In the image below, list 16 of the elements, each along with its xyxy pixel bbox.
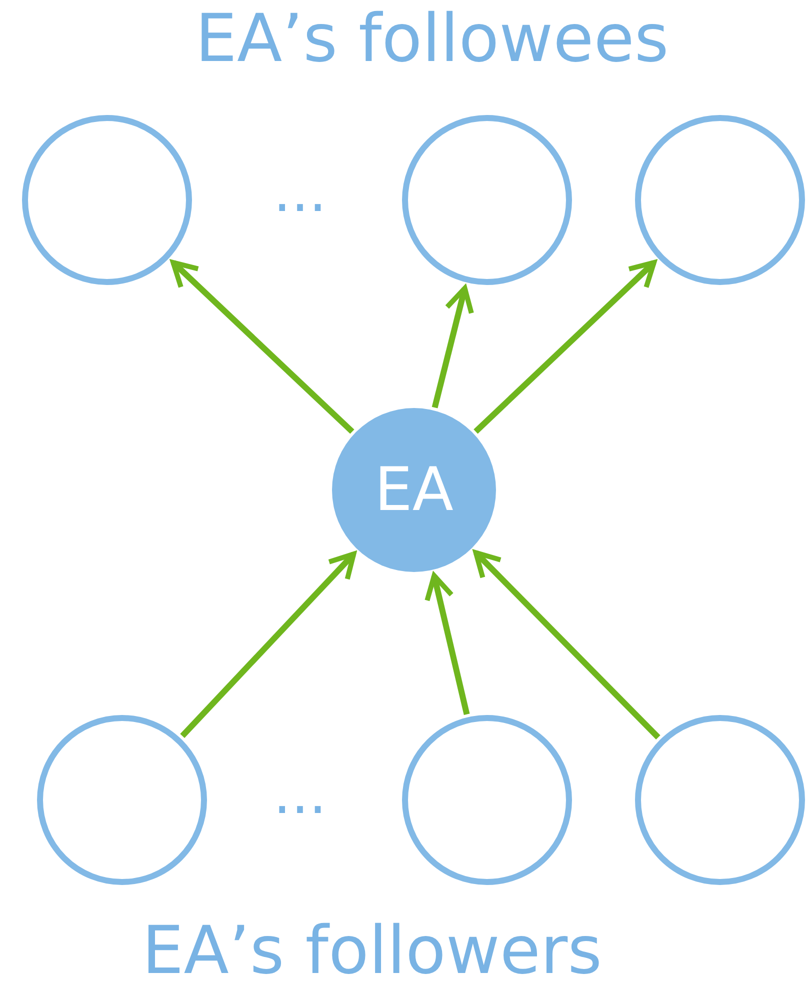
group-heading: EA’s followers bbox=[142, 912, 602, 988]
ellipsis: ... bbox=[273, 160, 327, 225]
circle-node bbox=[402, 715, 572, 885]
node-label: EA bbox=[374, 455, 454, 525]
circle-node bbox=[635, 715, 805, 885]
circle-node bbox=[635, 115, 805, 285]
circle-node bbox=[37, 715, 207, 885]
circle-node bbox=[22, 115, 192, 285]
arrow bbox=[474, 260, 656, 434]
arrow bbox=[180, 552, 356, 738]
ellipsis: ... bbox=[273, 762, 327, 827]
arrow bbox=[170, 260, 354, 434]
circle-node bbox=[402, 115, 572, 285]
arrow bbox=[473, 550, 660, 740]
group-heading: EA’s followees bbox=[195, 0, 669, 77]
arrow bbox=[432, 286, 474, 408]
